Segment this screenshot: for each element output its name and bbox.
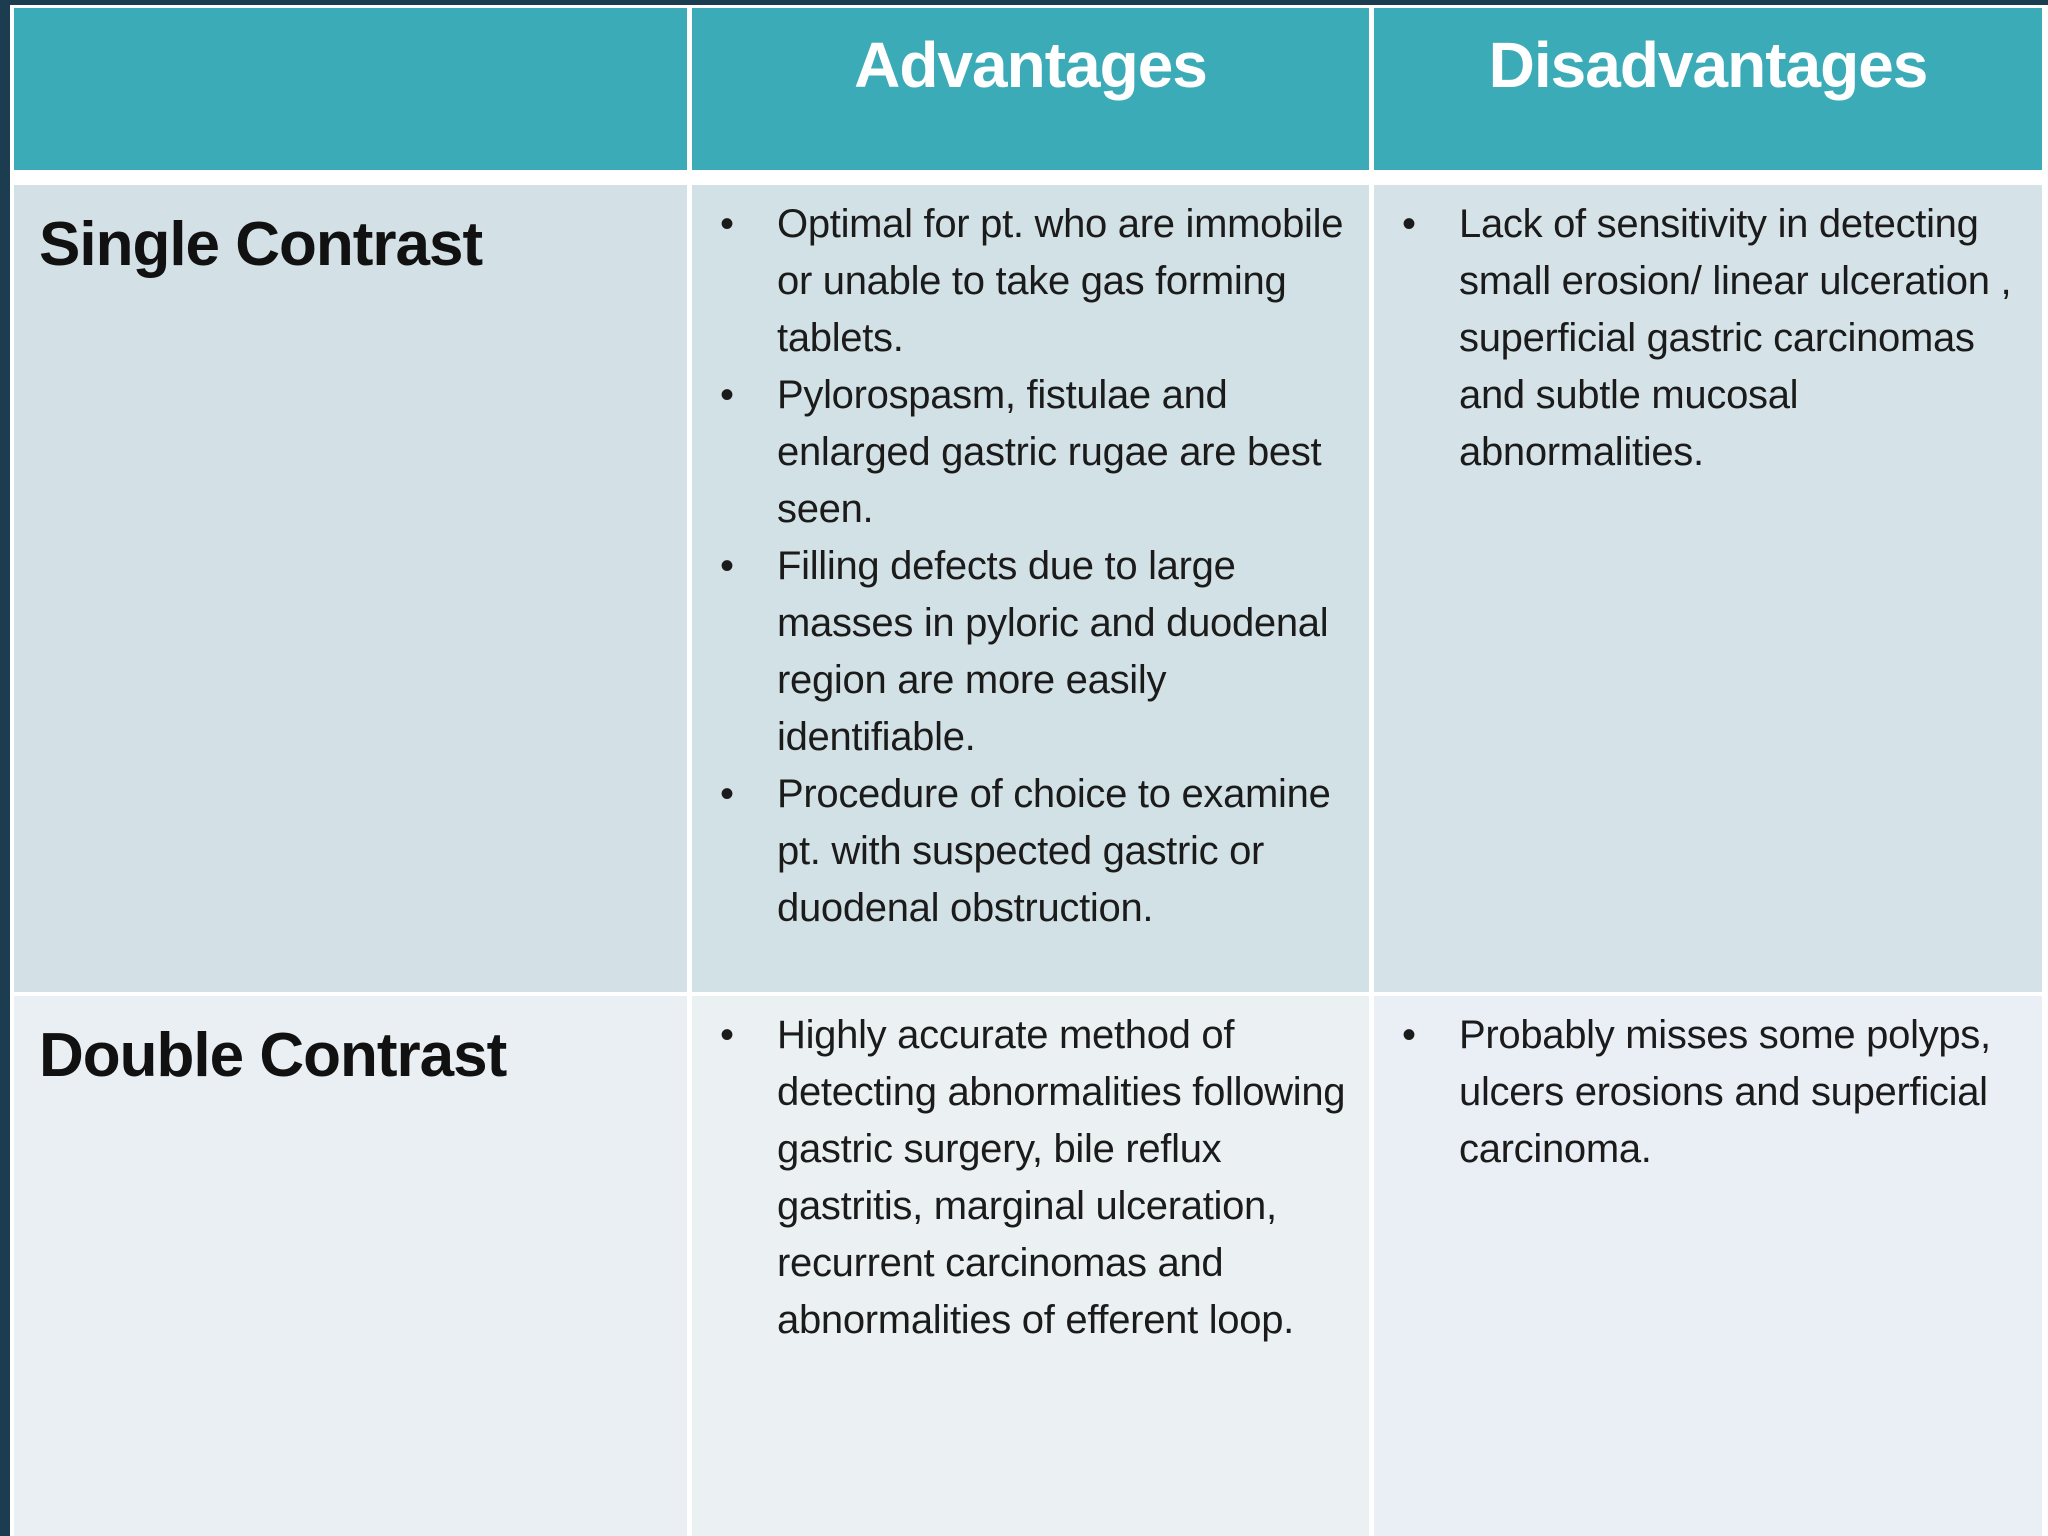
bullet-item: Pylorospasm, fistulae and enlarged gastr… [692, 367, 1355, 538]
disadvantages-header-label: Disadvantages [1488, 29, 1929, 101]
advantages-header-label: Advantages [854, 29, 1208, 101]
header-cell-disadvantages: Disadvantages [1374, 8, 2042, 170]
bullet-item: Optimal for pt. who are immobile or unab… [692, 196, 1355, 367]
table-header-row: Advantages Disadvantages [14, 8, 2042, 170]
double-contrast-advantages-list: Highly accurate method of detecting abno… [692, 996, 1369, 1349]
double-contrast-label-cell: Double Contrast [14, 996, 687, 1536]
bullet-item: Procedure of choice to examine pt. with … [692, 766, 1355, 937]
table-row-double-contrast: Double Contrast Highly accurate method o… [14, 996, 2042, 1536]
bullet-item: Filling defects due to large masses in p… [692, 538, 1355, 766]
table-row-single-contrast: Single Contrast Optimal for pt. who are … [14, 185, 2042, 992]
double-contrast-label: Double Contrast [39, 1021, 507, 1090]
double-contrast-disadvantages-list: Probably misses some polyps, ulcers eros… [1374, 996, 2042, 1178]
bullet-item: Lack of sensitivity in detecting small e… [1374, 196, 2028, 481]
single-contrast-label-cell: Single Contrast [14, 185, 687, 992]
slide-top-border [0, 0, 2048, 5]
single-contrast-advantages-cell: Optimal for pt. who are immobile or unab… [692, 185, 1369, 992]
single-contrast-advantages-list: Optimal for pt. who are immobile or unab… [692, 185, 1369, 937]
bullet-item: Probably misses some polyps, ulcers eros… [1374, 1007, 2028, 1178]
header-cell-empty [14, 8, 687, 170]
header-cell-advantages: Advantages [692, 8, 1369, 170]
comparison-table: Advantages Disadvantages Single Contrast… [14, 8, 2042, 1536]
slide-left-border [0, 0, 10, 1536]
single-contrast-disadvantages-list: Lack of sensitivity in detecting small e… [1374, 185, 2042, 481]
single-contrast-label: Single Contrast [39, 210, 483, 279]
double-contrast-disadvantages-cell: Probably misses some polyps, ulcers eros… [1374, 996, 2042, 1536]
single-contrast-disadvantages-cell: Lack of sensitivity in detecting small e… [1374, 185, 2042, 992]
bullet-item: Highly accurate method of detecting abno… [692, 1007, 1355, 1349]
double-contrast-advantages-cell: Highly accurate method of detecting abno… [692, 996, 1369, 1536]
